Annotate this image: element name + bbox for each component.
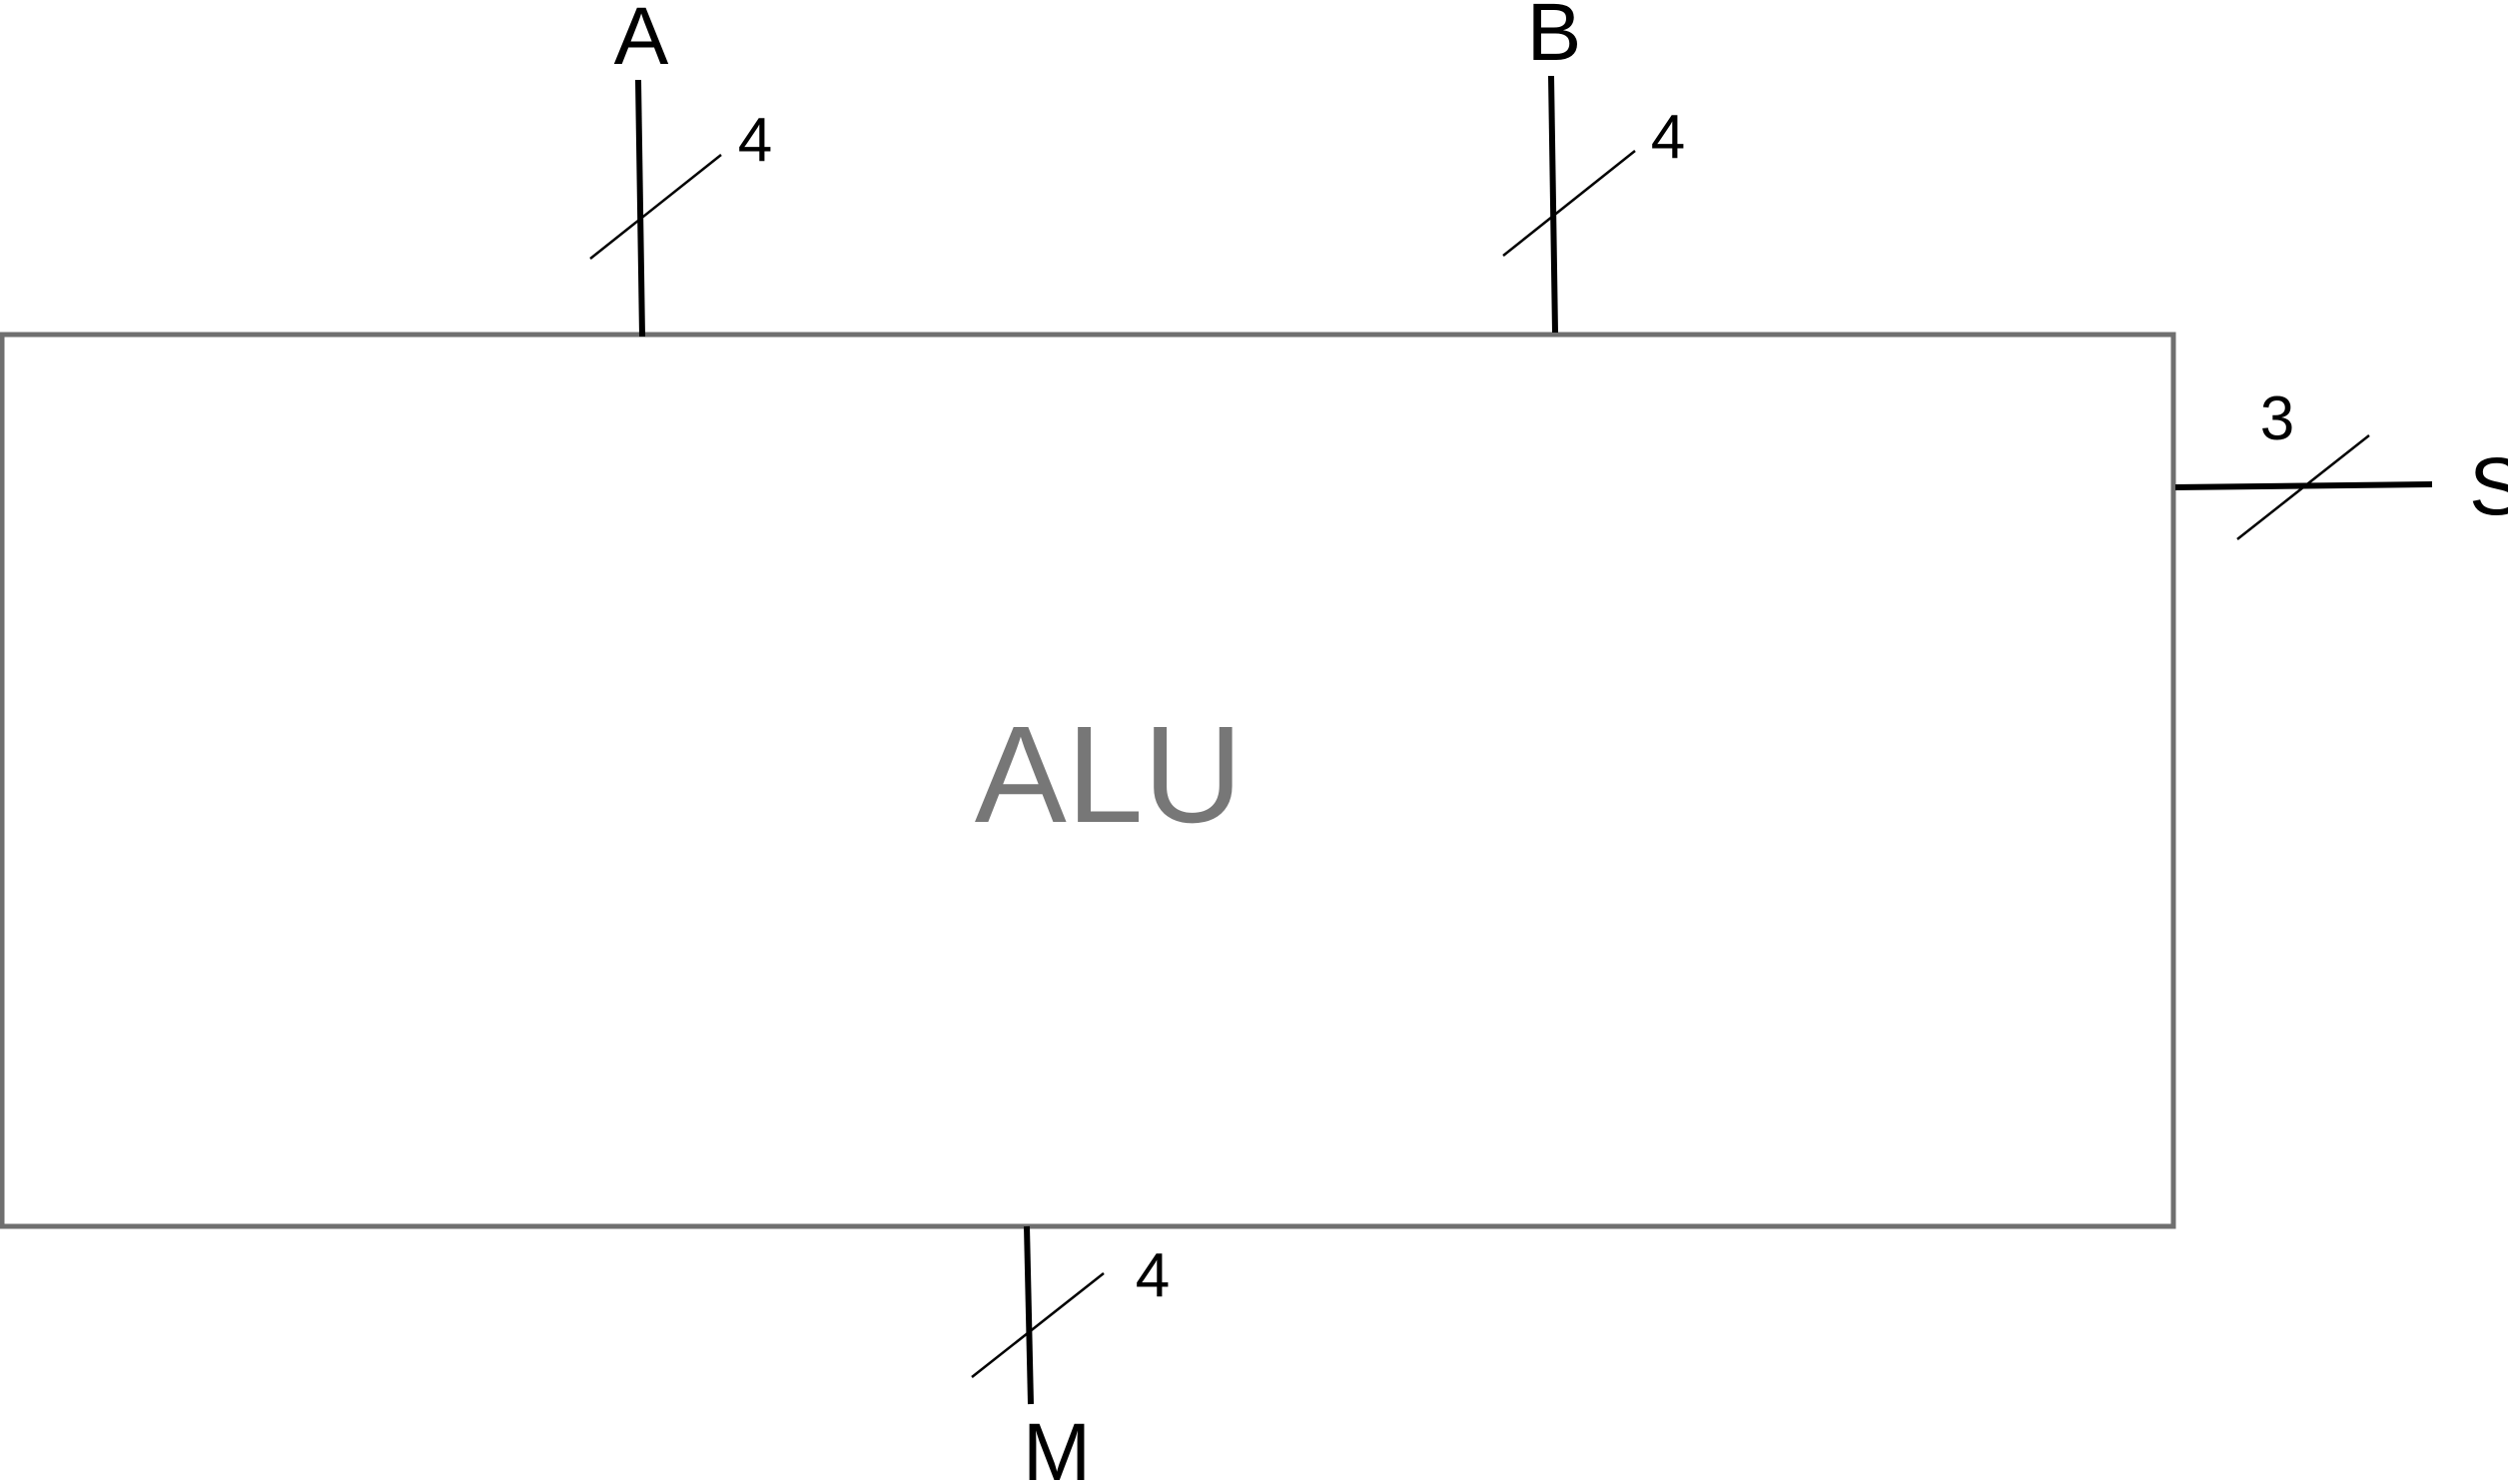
port-a-bus-slash [589,154,722,260]
port-a-wire [635,79,645,338]
alu-box [0,332,2176,1229]
port-s-width: 3 [2260,384,2294,453]
port-b-width: 4 [1651,103,1685,172]
port-b-wire [1548,75,1558,334]
port-m-bus-slash [971,1272,1105,1378]
port-s: 3 S [2174,384,2508,540]
port-s-bus-slash [2236,434,2370,540]
port-b-bus-slash [1502,150,1636,257]
port-b: B 4 [1502,0,1685,334]
port-b-label: B [1527,0,1582,78]
port-a-width: 4 [738,106,772,175]
port-s-label: S [2469,441,2508,532]
port-m-width: 4 [1136,1241,1170,1310]
port-m: 4 M [971,1225,1170,1484]
alu-label: ALU [975,698,1243,852]
port-a: A 4 [589,0,772,338]
port-m-label: M [1023,1407,1091,1484]
port-a-label: A [614,0,669,82]
port-m-wire [1024,1225,1034,1405]
